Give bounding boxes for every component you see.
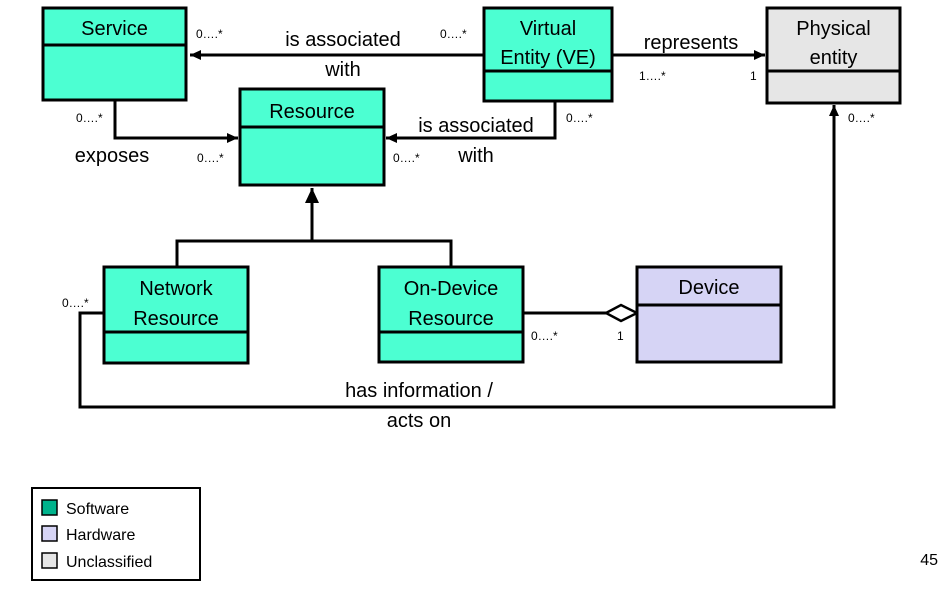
box-network-fill [102,265,250,365]
class-physical-entity[interactable]: Physical entity [765,6,902,105]
aggregation-diamond [603,303,640,323]
label-ve-resource-line2: with [457,145,494,167]
box-ve-title-line2: Entity (VE) [500,47,596,69]
box-ve-title-line1: Virtual [520,18,576,40]
label-ve-resource-line1: is associated [418,115,534,137]
class-virtual-entity[interactable]: Virtual Entity (VE) [482,6,614,103]
edge-service-resource [113,100,238,143]
mult-network-physical: 0….* [62,296,89,310]
box-physical-fill [765,6,902,105]
class-resource[interactable]: Resource [238,87,386,187]
box-resource-title: Resource [269,101,355,123]
mult-ondevice-device: 0….* [531,329,558,343]
mult-ve-resource: 0….* [566,111,593,125]
class-network-resource[interactable]: Network Resource [102,265,250,365]
edge-generalization-ondevice [312,239,453,266]
edge-generalization-network [175,239,312,266]
mult-ve-physical: 1….* [639,69,666,83]
mult-physical-network: 0….* [848,111,875,125]
box-ondevice-fill [377,265,525,364]
mult-service-resource: 0….* [76,111,103,125]
edge-network-physical [78,105,839,409]
label-ve-service-line2: with [324,59,361,81]
mult-resource-ve: 0….* [393,151,420,165]
mult-ve-service: 0….* [440,27,467,41]
box-physical-title-line1: Physical [796,18,870,40]
legend-label-software: Software [66,501,129,518]
box-network-title-line1: Network [139,278,213,300]
label-ve-service-line1: is associated [285,29,401,51]
label-network-physical-line1: has information / [345,380,493,402]
class-on-device-resource[interactable]: On-Device Resource [377,265,525,364]
box-service-fill [41,6,188,102]
box-ondevice-title-line1: On-Device [404,278,498,300]
page-number: 45 [920,552,938,569]
mult-resource-service: 0….* [197,151,224,165]
box-resource-fill [238,87,386,187]
legend-swatch-hardware [41,525,58,542]
legend-swatch-software [41,499,58,516]
box-service-title: Service [81,18,148,40]
box-device-title: Device [678,277,739,299]
legend-label-unclassified: Unclassified [66,554,152,571]
box-ondevice-title-line2: Resource [408,308,494,330]
mult-service-ve: 0….* [196,27,223,41]
mult-physical-ve: 1 [750,69,757,83]
legend-swatch-unclassified [41,552,58,569]
class-service[interactable]: Service [41,6,188,102]
box-network-title-line2: Resource [133,308,219,330]
label-exposes: exposes [75,145,150,167]
legend-label-hardware: Hardware [66,527,135,544]
label-network-physical-line2: acts on [387,410,451,432]
legend-frame [31,487,201,581]
box-device-fill [635,265,783,364]
label-ve-physical: represents [644,32,739,54]
mult-device-ondevice: 1 [617,329,624,343]
box-ve-fill [482,6,614,103]
class-device[interactable]: Device [635,265,783,364]
legend: Software Hardware Unclassified [31,487,201,581]
edge-ve-resource [386,101,557,143]
edges [78,50,839,409]
box-physical-title-line2: entity [810,47,858,69]
